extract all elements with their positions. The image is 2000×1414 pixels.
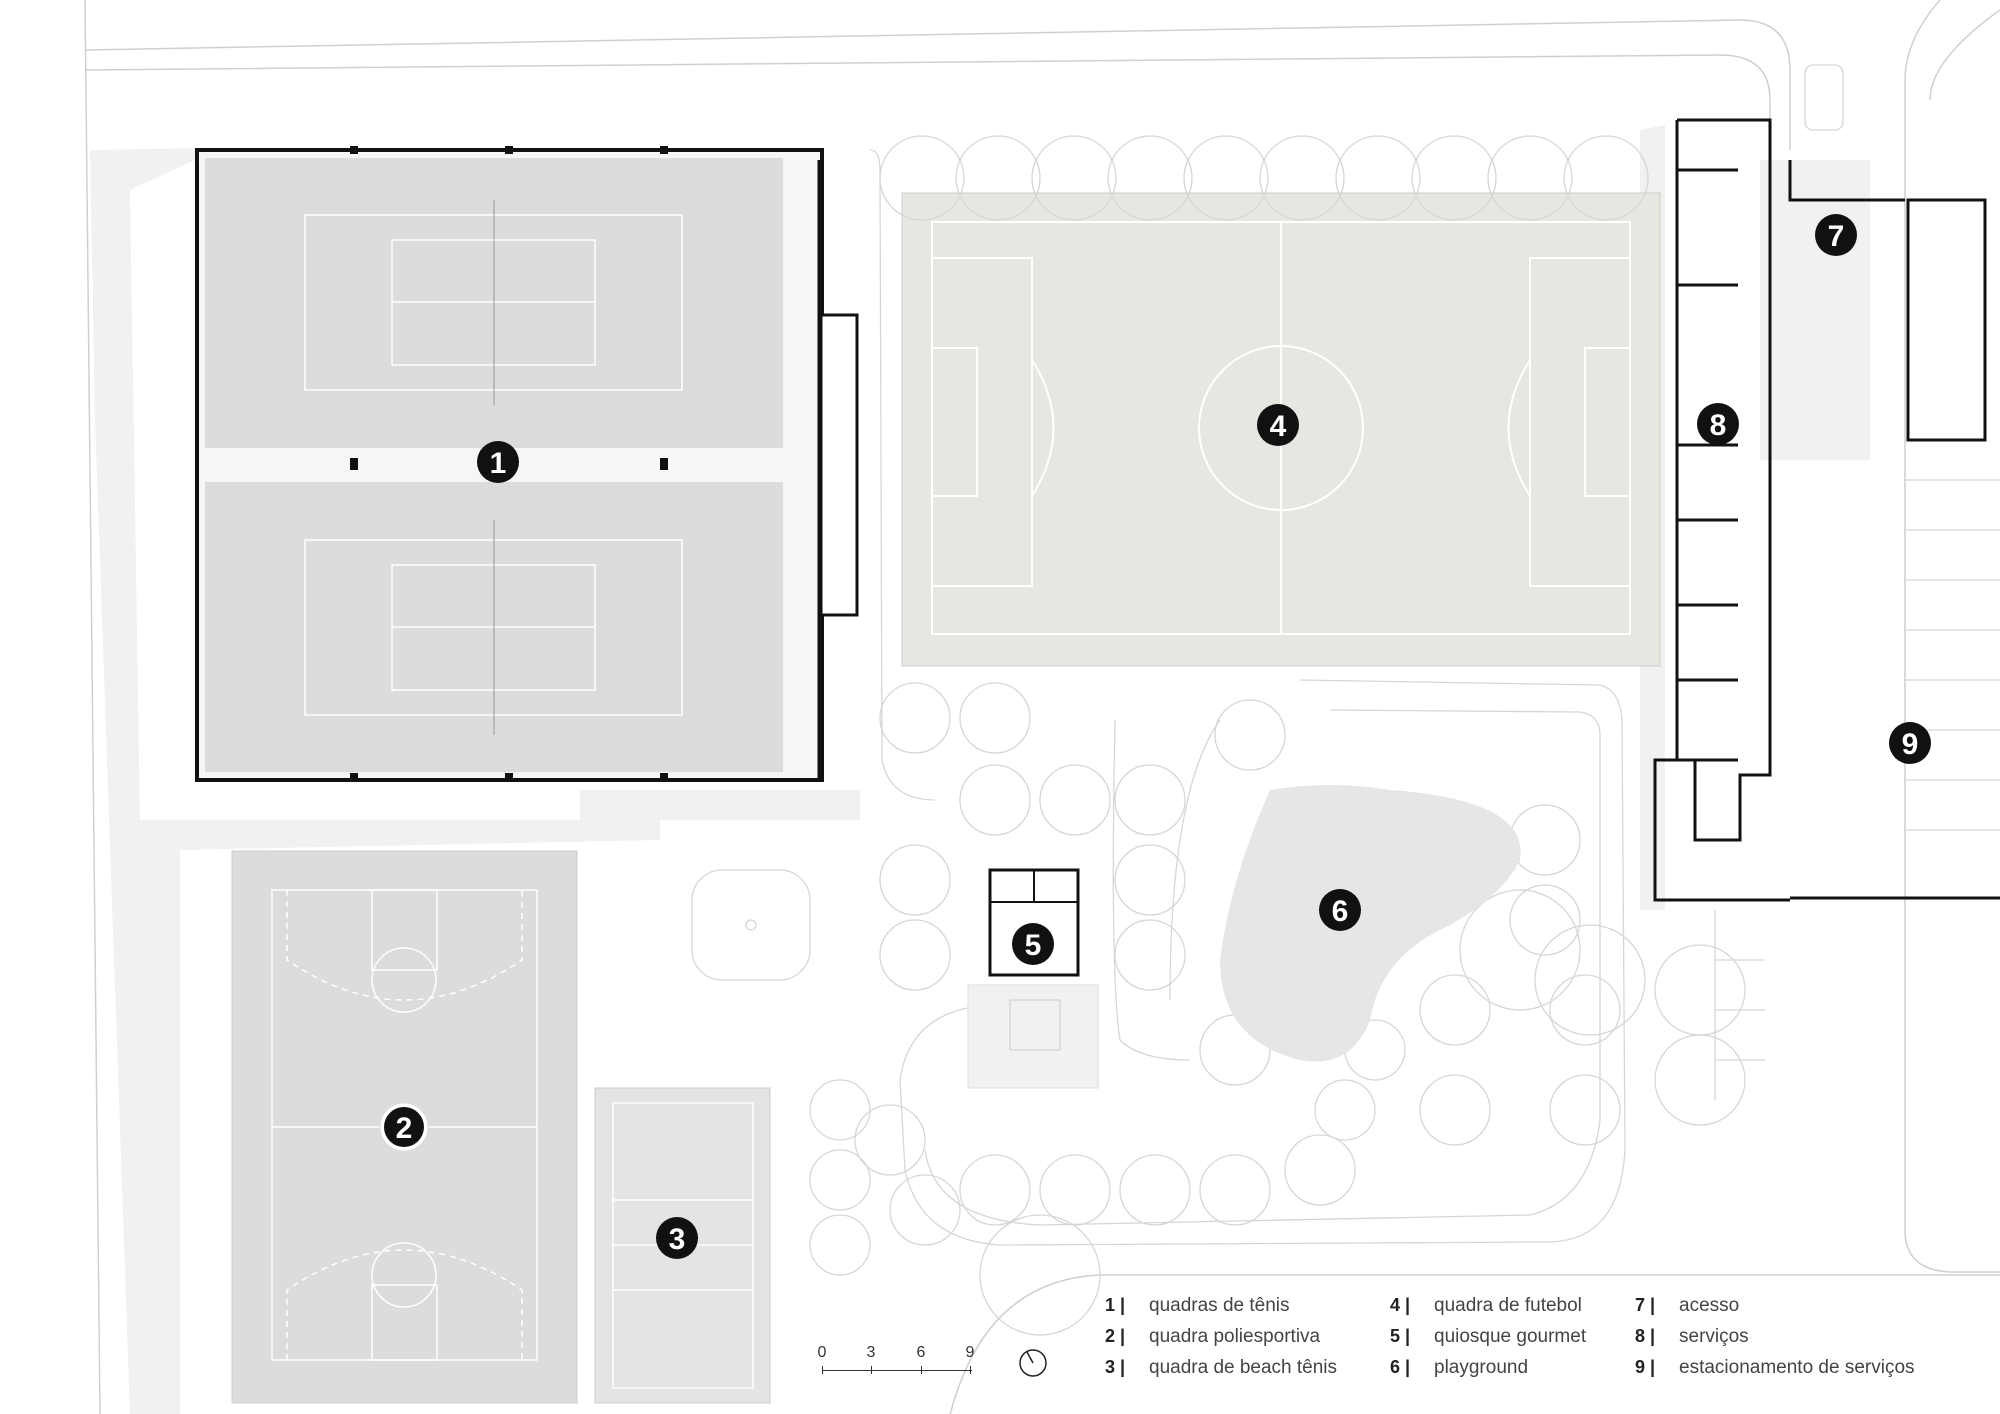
marker-5: 5 <box>1012 923 1054 965</box>
marker-6: 6 <box>1319 889 1361 931</box>
marker-4-label: 4 <box>1270 410 1287 443</box>
marker-7: 7 <box>1815 214 1857 256</box>
legend-label: quadra de beach tênis <box>1149 1357 1338 1378</box>
legend-column: 4 | quadra de futebol 5 | quiosque gourmet… <box>1390 1290 1586 1383</box>
scale-tick-label: 9 <box>965 1344 975 1361</box>
legend-number: 7 | <box>1635 1295 1656 1315</box>
marker-7-label: 7 <box>1828 220 1845 253</box>
marker-6-label: 6 <box>1332 895 1349 928</box>
services-building <box>1653 118 1790 902</box>
legend-label: quadra poliesportiva <box>1149 1326 1321 1347</box>
garden-paths <box>869 149 1626 1246</box>
scale-tick-label: 0 <box>817 1344 827 1361</box>
legend-number: 9 | <box>1635 1357 1656 1377</box>
legend-number: 3 | <box>1105 1357 1126 1377</box>
parking-stalls <box>1714 64 2000 1100</box>
legend-label: quadras de tênis <box>1149 1295 1290 1316</box>
legend-number: 4 | <box>1390 1295 1411 1315</box>
scale-tick <box>921 1366 922 1374</box>
marker-1-label: 1 <box>490 447 507 480</box>
scale-tick <box>822 1366 823 1374</box>
gourmet-kiosk <box>967 868 1099 1089</box>
legend-number: 2 | <box>1105 1326 1126 1346</box>
legend-label: playground <box>1434 1357 1529 1378</box>
marker-2-label: 2 <box>396 1112 413 1145</box>
legend-item: 7 | acesso <box>1635 1290 1915 1321</box>
north-arrow-icon <box>1019 1349 1047 1377</box>
legend-item: 3 | quadra de beach tênis <box>1105 1352 1337 1383</box>
legend-number: 8 | <box>1635 1326 1656 1346</box>
scale-tick-label: 3 <box>866 1344 876 1361</box>
legend-number: 6 | <box>1390 1357 1411 1377</box>
legend-item: 2 | quadra poliesportiva <box>1105 1321 1337 1352</box>
legend-item: 5 | quiosque gourmet <box>1390 1321 1586 1352</box>
legend-label: acesso <box>1679 1295 1740 1316</box>
legend-item: 6 | playground <box>1390 1352 1586 1383</box>
legend-column: 7 | acesso 8 | serviços 9 | estacionamento … <box>1635 1290 1915 1383</box>
legend-item: 8 | serviços <box>1635 1321 1915 1352</box>
tennis-building <box>195 146 859 782</box>
playground <box>1220 785 1521 1062</box>
scale-tick <box>871 1366 872 1374</box>
legend-item: 1 | quadras de tênis <box>1105 1290 1337 1321</box>
legend-item: 4 | quadra de futebol <box>1390 1290 1586 1321</box>
marker-8: 8 <box>1697 403 1739 445</box>
legend-label: serviços <box>1679 1326 1749 1347</box>
legend-label: estacionamento de serviços <box>1679 1357 1915 1378</box>
marker-4: 4 <box>1257 404 1299 446</box>
legend-label: quiosque gourmet <box>1434 1326 1587 1347</box>
site-context <box>84 0 2000 1414</box>
scale-bar: 0 3 6 9 <box>812 1344 974 1384</box>
scale-tick-label: 6 <box>916 1344 926 1361</box>
legend-label: quadra de futebol <box>1434 1295 1582 1316</box>
service-road-building <box>1788 160 2000 900</box>
marker-5-label: 5 <box>1025 929 1042 962</box>
scale-tick <box>970 1366 971 1374</box>
marker-1: 1 <box>477 441 519 483</box>
legend-number: 5 | <box>1390 1326 1411 1346</box>
legend-column: 1 | quadras de tênis 2 | quadra poliesport… <box>1105 1290 1337 1383</box>
marker-3: 3 <box>656 1217 698 1259</box>
marker-2: 2 <box>379 1102 429 1152</box>
marker-9: 9 <box>1889 722 1931 764</box>
marker-9-label: 9 <box>1902 728 1919 761</box>
legend: 1 | quadras de tênis 2 | quadra poliesport… <box>1105 1290 1985 1400</box>
trees <box>691 135 1746 1336</box>
marker-3-label: 3 <box>669 1223 686 1256</box>
legend-number: 1 | <box>1105 1295 1126 1315</box>
scale-line <box>822 1370 972 1371</box>
marker-8-label: 8 <box>1710 409 1727 442</box>
legend-item: 9 | estacionamento de serviços <box>1635 1352 1915 1383</box>
